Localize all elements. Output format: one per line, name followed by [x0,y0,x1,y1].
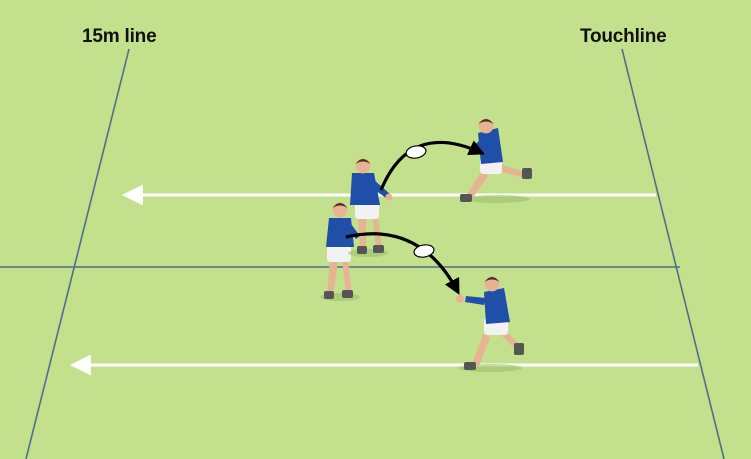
rugby-ball-icon [405,145,427,159]
rugby-player-icon [456,276,524,372]
pass-arrow-bottom [345,232,460,295]
rugby-player-icon [320,202,360,301]
touchline-label: Touchline [580,26,667,47]
fifteen-m-line-label: 15m line [82,26,157,47]
rugby-ball-icon [413,244,435,258]
touchline [621,48,725,459]
fifteen-m-line [25,48,130,459]
rugby-player-icon [460,118,532,203]
